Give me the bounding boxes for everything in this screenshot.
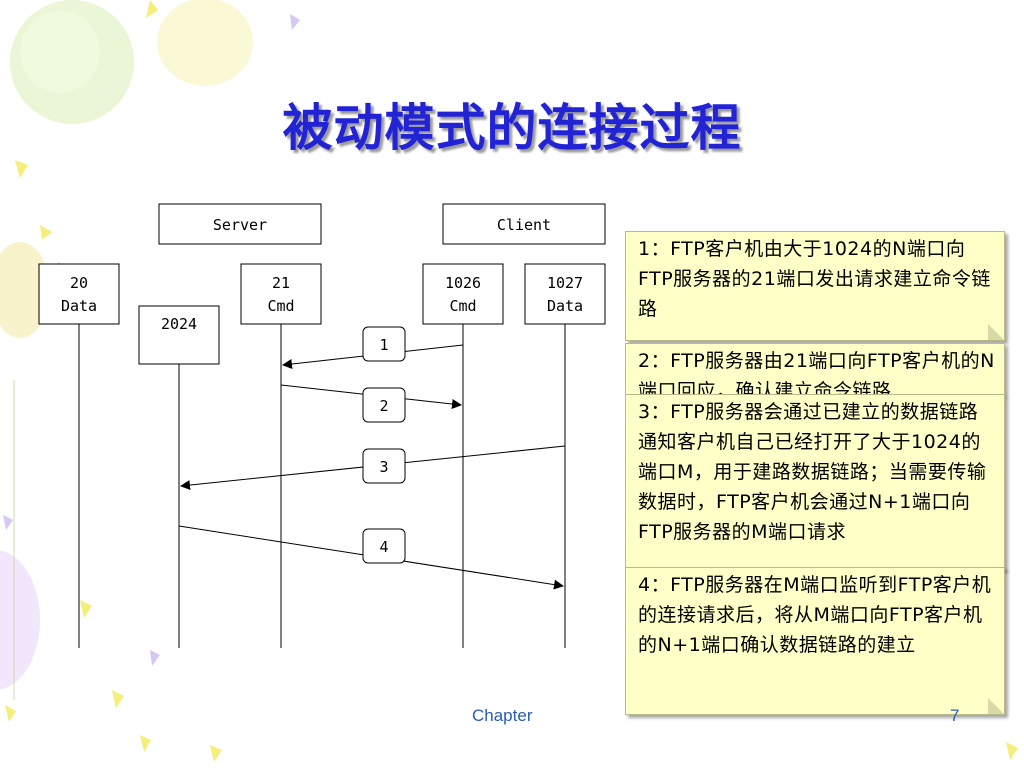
node-1027-port: 1027 <box>547 274 583 292</box>
node-21-cmd: 21 Cmd <box>240 263 322 325</box>
note-step-4-text: 4：FTP服务器在M端口监听到FTP客户机的连接请求后，将从M端口向FTP客户机… <box>638 574 992 656</box>
slide-title: 被动模式的连接过程 <box>282 98 742 157</box>
node-21-port: 21 <box>272 274 290 292</box>
client-label: Client <box>497 216 551 234</box>
note-step-3-text: 3：FTP服务器会通过已建立的数据链路通知客户机自己已经打开了大于1024的端口… <box>638 401 987 543</box>
note-step-3: 3：FTP服务器会通过已建立的数据链路通知客户机自己已经打开了大于1024的端口… <box>625 394 1005 570</box>
step-number: 2 <box>379 397 388 415</box>
step-label-3: 3 <box>362 448 406 484</box>
node-2024-port: 2024 <box>161 315 197 333</box>
server-label: Server <box>213 216 267 234</box>
node-21-type: Cmd <box>267 297 294 315</box>
step-label-4: 4 <box>362 528 406 564</box>
node-2024: 2024 <box>138 305 220 365</box>
note-step-2-text: 2：FTP服务器由21端口向FTP客户机的N端口回应，确认建立命令链路 <box>638 350 995 395</box>
node-1026-type: Cmd <box>449 297 476 315</box>
note-step-1-text: 1：FTP客户机由大于1024的N端口向FTP服务器的21端口发出请求建立命令链… <box>638 238 991 320</box>
server-box: Server <box>158 203 322 245</box>
step-number: 4 <box>379 538 388 556</box>
step-label-1: 1 <box>362 326 406 362</box>
note-step-1: 1：FTP客户机由大于1024的N端口向FTP服务器的21端口发出请求建立命令链… <box>625 231 1005 341</box>
page-number: 7 <box>950 706 960 725</box>
node-1026-port: 1026 <box>445 274 481 292</box>
step-label-2: 2 <box>362 387 406 423</box>
node-1027-data: 1027 Data <box>524 263 606 325</box>
note-step-2: 2：FTP服务器由21端口向FTP客户机的N端口回应，确认建立命令链路 <box>625 343 1005 395</box>
node-20-port: 20 <box>70 274 88 292</box>
balloon-decoration <box>0 0 253 700</box>
step-number: 1 <box>379 336 388 354</box>
footer-label: Chapter <box>472 706 533 725</box>
node-1026-cmd: 1026 Cmd <box>422 263 504 325</box>
client-box: Client <box>442 203 606 245</box>
step-number: 3 <box>379 458 388 476</box>
note-step-4: 4：FTP服务器在M端口监听到FTP客户机的连接请求后，将从M端口向FTP客户机… <box>625 567 1005 715</box>
node-20-type: Data <box>61 297 97 315</box>
page-fold-icon <box>988 324 1004 340</box>
node-20-data: 20 Data <box>38 263 120 325</box>
node-1027-type: Data <box>547 297 583 315</box>
page-fold-icon <box>988 698 1004 714</box>
